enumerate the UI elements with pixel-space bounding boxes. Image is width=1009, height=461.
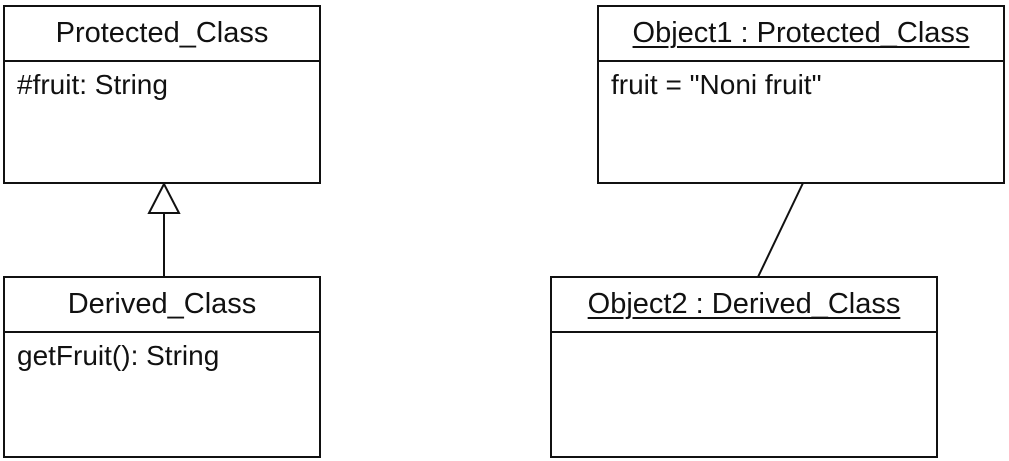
link-line — [757, 182, 804, 278]
generalization-arrowhead — [147, 181, 181, 214]
get-fruit-operation: getFruit(): String — [17, 340, 220, 371]
object1-title: Object1 : Protected_Class — [599, 7, 1003, 62]
object1-box[interactable]: Object1 : Protected_Class fruit = "Noni … — [597, 5, 1005, 184]
derived-class-operations: getFruit(): String — [5, 333, 319, 372]
derived-class-name: Derived_Class — [5, 278, 319, 333]
object2-title-text: Object2 : Derived_Class — [587, 288, 901, 320]
derived-class-box[interactable]: Derived_Class getFruit(): String — [3, 276, 321, 458]
object2-box[interactable]: Object2 : Derived_Class — [550, 276, 938, 458]
object2-title: Object2 : Derived_Class — [552, 278, 936, 333]
protected-class-attributes: #fruit: String — [5, 62, 319, 101]
fruit-slot: fruit = "Noni fruit" — [611, 69, 822, 100]
object1-slots: fruit = "Noni fruit" — [599, 62, 1003, 101]
fruit-attribute: #fruit: String — [17, 69, 168, 100]
protected-class-name: Protected_Class — [5, 7, 319, 62]
object1-title-text: Object1 : Protected_Class — [632, 17, 970, 49]
protected-class-box[interactable]: Protected_Class #fruit: String — [3, 5, 321, 184]
object2-slots — [552, 333, 936, 340]
